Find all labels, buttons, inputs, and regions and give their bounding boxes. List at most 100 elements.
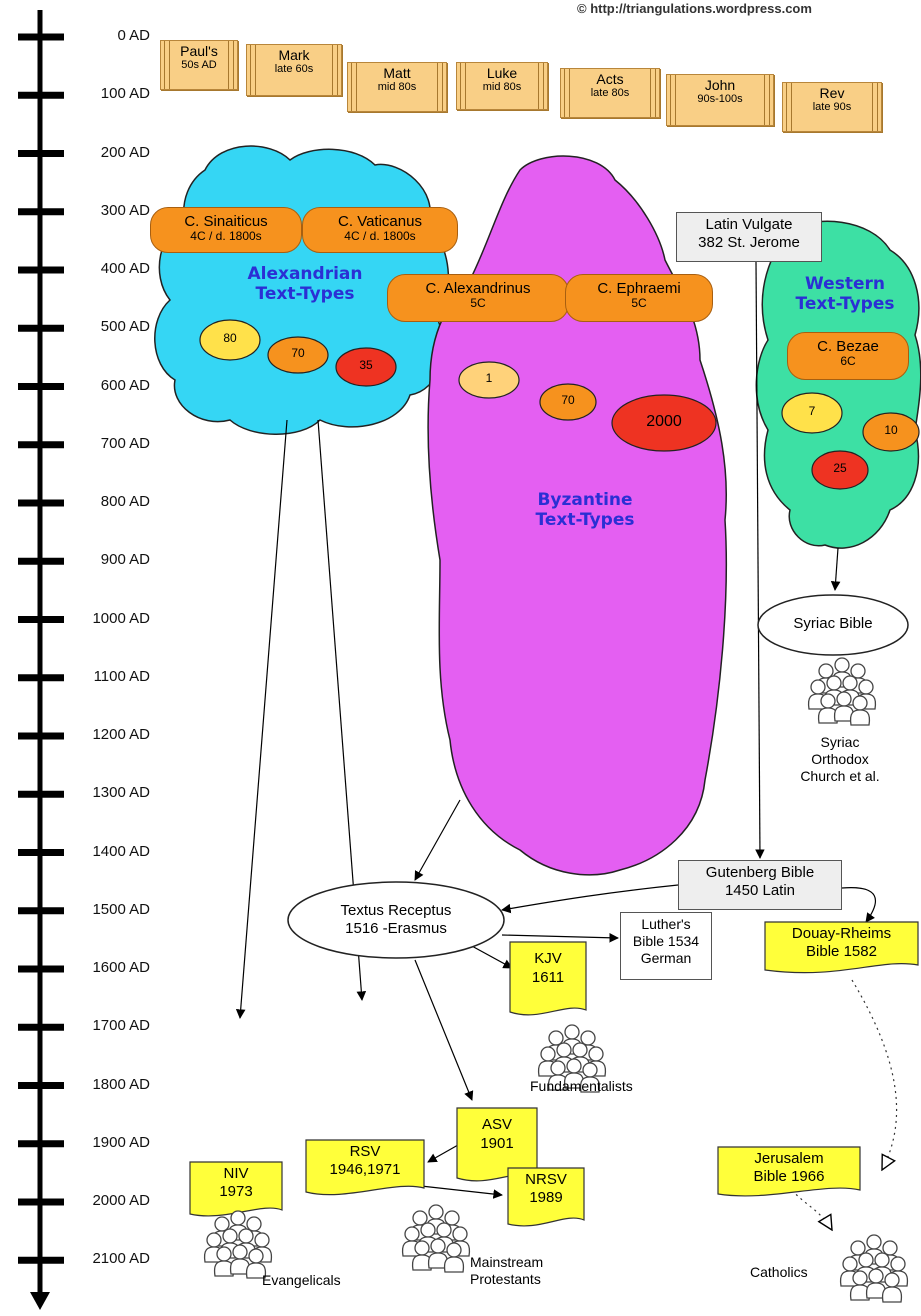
codex-alexandrinus: C. Alexandrinus 5C [387,274,569,322]
codex-sinaiticus-name: C. Sinaiticus [184,213,268,230]
book-acts: Acts late 80s [560,68,660,118]
western-label: Western Text-Types [780,274,910,315]
alexandrian-count-80-ellipse [199,319,261,361]
book-rev-date: late 90s [812,101,852,114]
timeline-tick-label: 600 AD [100,376,150,394]
timeline-tick [18,150,64,157]
book-luke-date: mid 80s [482,81,522,94]
timeline-tick-label: 1500 AD [92,900,150,918]
kjv-line2: 1611 [531,968,565,986]
western-count-25: 25 [833,461,847,475]
book-pauls: Paul's 50s AD [160,40,238,90]
nrsv-label: NRSV 1989 [508,1171,584,1207]
syriac-crowd-icon [809,658,876,725]
codex-alexandrinus-name: C. Alexandrinus [425,280,531,297]
western-count-7: 7 [808,404,816,418]
timeline-arrowhead [30,1292,50,1310]
timeline-tick-label: 1100 AD [93,667,150,685]
textus-receptus-label: Textus Receptus 1516 -Erasmus [300,902,492,938]
timeline-tick [18,1256,64,1264]
jerusalem-bible-label: Jerusalem Bible 1966 [718,1150,860,1186]
book-luke: Luke mid 80s [456,62,548,110]
book-matt-date: mid 80s [377,81,417,94]
codex-vaticanus: C. Vaticanus 4C / d. 1800s [302,207,458,253]
evangelicals-crowd-icon [205,1211,272,1278]
kjv-line1: KJV [534,950,562,967]
timeline-tick [18,91,64,99]
western-cloud [755,220,921,549]
syriac-bible-ellipse [757,594,909,656]
luther-line2: Bible 1534 [632,932,700,949]
niv-document [189,1161,283,1217]
timeline-tick-label: 1300 AD [92,784,150,802]
timeline-tick [18,1023,64,1031]
syriac-church-line3: Church et al. [800,767,880,784]
translation-documents [189,921,919,1227]
niv-line2: 1973 [219,1183,253,1200]
syriac-church-label: Syriac Orthodox Church et al. [780,734,900,784]
fundamentalists-label: Fundamentalists [530,1078,633,1094]
douay-line2: Bible 1582 [806,943,877,960]
western-count-25-ellipse [811,450,869,490]
timeline-tick [18,266,64,274]
codex-sinaiticus: C. Sinaiticus 4C / d. 1800s [150,207,302,253]
latin-vulgate-line1: Latin Vulgate [705,216,793,233]
book-john: John 90s-100s [666,74,774,126]
textus-line1: Textus Receptus [340,902,452,919]
codex-sinaiticus-date: 4C / d. 1800s [190,229,262,244]
timeline-tick-label: 900 AD [100,551,150,569]
timeline-tick [18,1140,64,1148]
textus-line2: 1516 -Erasmus [345,920,447,937]
codex-alexandrinus-date: 5C [470,296,486,311]
timeline-tick [18,965,64,973]
textus-receptus-ellipse [287,881,505,959]
catholics-label: Catholics [750,1264,808,1280]
alexandrian-count-35-ellipse [335,347,397,387]
evangelicals-label: Evangelicals [262,1272,341,1288]
rsv-label: RSV 1946,1971 [306,1143,424,1179]
book-matt-name: Matt [383,65,411,81]
timeline-tick-label: 100 AD [100,85,150,103]
douay-rheims-document [764,921,919,974]
douay-rheims-label: Douay-Rheims Bible 1582 [765,925,918,961]
timeline-tick [18,674,64,682]
catholic-connectors [791,979,898,1230]
alexandrian-label: Alexandrian Text-Types [230,264,380,305]
connectors [235,261,876,1199]
timeline-tick-label: 2100 AD [92,1250,150,1268]
timeline-tick [18,383,64,390]
syriac-bible-label: Syriac Bible [793,615,873,632]
book-john-date: 90s-100s [697,93,743,106]
alexandrian-count-80: 80 [223,331,237,345]
book-rev: Rev late 90s [782,82,882,132]
timeline-tick-label: 1600 AD [92,959,150,976]
western-label-line1: Western [805,274,885,294]
mainstream-protestants-label: Mainstream Protestants [470,1254,543,1288]
codex-bezae-name: C. Bezae [817,338,879,355]
timeline-tick-label: 200 AD [100,143,150,161]
latin-vulgate-line2: 382 St. Jerome [698,234,800,251]
timeline-tick [18,324,64,332]
jerusalem-line1: Jerusalem [754,1150,824,1167]
codex-vaticanus-date: 4C / d. 1800s [344,229,416,244]
book-luke-name: Luke [486,65,518,81]
book-john-name: John [704,77,736,93]
gutenberg-line2: 1450 Latin [724,882,796,899]
timeline-tick [18,790,64,798]
timeline-tick [18,616,64,623]
codex-ephraemi: C. Ephraemi 5C [565,274,713,322]
timeline-tick-label: 700 AD [100,434,150,452]
timeline-tick [18,441,64,449]
timeline-tick-label: 1800 AD [92,1075,150,1093]
timeline-tick [18,907,64,915]
nrsv-line1: NRSV [525,1171,567,1188]
byzantine-count-2000-ellipse [611,394,717,452]
book-mark-name: Mark [278,47,310,63]
book-acts-date: late 80s [590,87,630,100]
alexandrian-count-70-ellipse [267,336,329,374]
book-acts-name: Acts [596,71,624,87]
catholics-crowd-icon [841,1235,908,1302]
alexandrian-label-line2: Text-Types [255,284,355,305]
asv-line2: 1901 [480,1134,514,1152]
codex-vaticanus-name: C. Vaticanus [338,213,422,230]
